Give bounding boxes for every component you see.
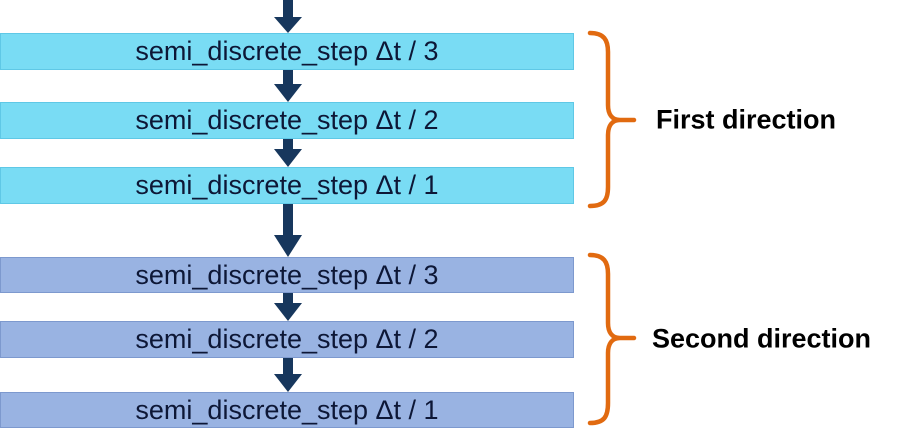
down-arrow-icon xyxy=(274,204,302,257)
arrow-head xyxy=(274,374,302,392)
arrow-shaft xyxy=(283,139,293,149)
down-arrow-icon xyxy=(274,293,302,321)
arrow-head xyxy=(274,84,302,102)
step-label: semi_discrete_step Δt / 3 xyxy=(135,259,439,290)
down-arrow-icon xyxy=(274,358,302,392)
step-label: semi_discrete_step Δt / 1 xyxy=(135,394,439,425)
second-direction-brace-icon xyxy=(587,252,637,426)
arrow-shaft xyxy=(283,204,293,235)
step-box-second-dt3: semi_discrete_step Δt / 3 xyxy=(0,257,574,293)
step-box-first-dt2: semi_discrete_step Δt / 2 xyxy=(0,102,574,139)
step-box-first-dt1: semi_discrete_step Δt / 1 xyxy=(0,167,574,204)
step-label: semi_discrete_step Δt / 2 xyxy=(135,105,439,135)
arrow-head xyxy=(274,17,302,33)
first-direction-brace-icon xyxy=(587,30,637,209)
down-arrow-icon xyxy=(274,70,302,102)
arrow-shaft xyxy=(283,70,293,84)
arrow-head xyxy=(274,235,302,257)
arrow-shaft xyxy=(283,0,293,17)
first-direction-label: First direction xyxy=(656,104,837,135)
step-box-second-dt2: semi_discrete_step Δt / 2 xyxy=(0,321,574,358)
down-arrow-icon xyxy=(274,139,302,167)
step-label: semi_discrete_step Δt / 3 xyxy=(135,36,439,66)
second-direction-label: Second direction xyxy=(652,323,872,354)
step-box-first-dt3: semi_discrete_step Δt / 3 xyxy=(0,33,574,70)
arrow-shaft xyxy=(283,293,293,303)
down-arrow-icon xyxy=(274,0,302,33)
step-label: semi_discrete_step Δt / 2 xyxy=(135,324,439,354)
arrow-shaft xyxy=(283,358,293,374)
step-box-second-dt1: semi_discrete_step Δt / 1 xyxy=(0,392,574,428)
arrow-head xyxy=(274,149,302,167)
step-label: semi_discrete_step Δt / 1 xyxy=(135,170,439,200)
arrow-head xyxy=(274,303,302,321)
